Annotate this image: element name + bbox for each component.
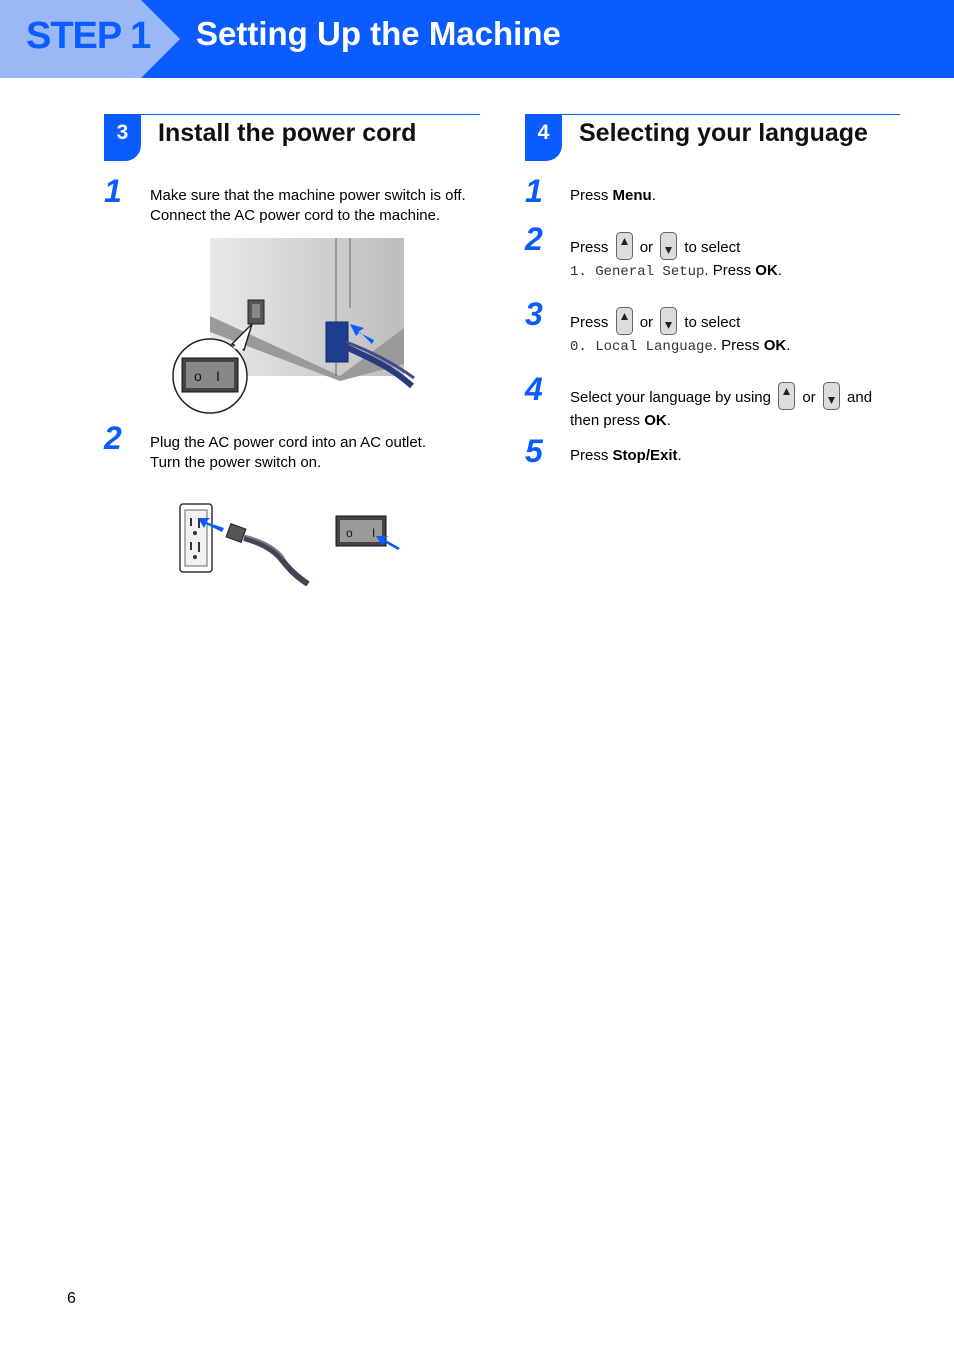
svg-text:I: I [372, 526, 375, 540]
key-name: OK [755, 262, 778, 279]
text: . [677, 447, 682, 464]
step-text: Select your language by using or and [570, 382, 873, 412]
step-number: 5 [525, 433, 543, 469]
menu-item-code: 1. General Setup [570, 264, 705, 280]
step-text-line: Turn the power switch on. [150, 454, 322, 471]
text: or [802, 388, 816, 406]
machine-power-inlet-illustration: o I [172, 238, 415, 414]
key-name: OK [763, 337, 787, 354]
header-band: STEP 1 Setting Up the Machine [0, 0, 954, 78]
section-title: Selecting your language [579, 119, 868, 147]
text: then press [570, 412, 641, 429]
up-arrow-key-icon [615, 232, 633, 260]
text: Press [721, 337, 760, 354]
step-number: 2 [525, 221, 543, 257]
step-text-line: Connect the AC power cord to the machine… [150, 207, 441, 224]
step-number: 3 [525, 296, 543, 332]
step-number: 1 [525, 173, 543, 209]
svg-text:o: o [194, 368, 202, 384]
section-title: Install the power cord [158, 119, 417, 147]
up-arrow-key-icon [615, 307, 633, 335]
section-rule [525, 114, 900, 115]
step-text: then press OK. [570, 411, 671, 431]
page-title: Setting Up the Machine [196, 15, 561, 52]
text: Press [570, 187, 609, 204]
key-name: OK [644, 412, 667, 429]
text: . [651, 187, 656, 204]
step-text: 1. General Setup. Press OK. [570, 262, 782, 280]
section-number-badge: 3 [104, 114, 141, 161]
key-name: Menu [612, 187, 652, 204]
section-number-badge: 4 [525, 114, 562, 161]
text: to select [684, 313, 741, 331]
text: or [639, 313, 654, 331]
power-plug-icon [225, 523, 310, 586]
step-label: STEP 1 [26, 15, 151, 57]
step-text: Press or to select [570, 307, 741, 337]
step-number: 4 [525, 371, 543, 407]
text: . [786, 337, 791, 354]
text: and [847, 388, 873, 406]
step-tab-shape [0, 0, 180, 78]
text: . [777, 262, 782, 279]
step-text: Press or to select [570, 232, 741, 262]
step-number: 1 [104, 173, 122, 209]
step-text: Press Menu. [570, 186, 656, 206]
ac-outlet-icon [179, 503, 310, 586]
power-switch-on-icon: o I [335, 515, 400, 550]
text: Press [712, 262, 752, 279]
step-text: Press Stop/Exit. [570, 446, 682, 466]
down-arrow-key-icon [660, 307, 678, 335]
section-rule [104, 114, 480, 115]
section-3-heading: 3 Install the power cord [104, 114, 480, 162]
section-4-heading: 4 Selecting your language [525, 114, 900, 162]
key-name: Stop/Exit [612, 447, 678, 464]
text: . [666, 412, 671, 429]
text: Press [570, 313, 609, 331]
svg-text:o: o [346, 526, 353, 540]
step-text: Make sure that the machine power switch … [150, 186, 466, 226]
down-arrow-key-icon [660, 232, 678, 260]
up-arrow-key-icon [778, 382, 796, 410]
text: or [639, 238, 654, 256]
text: Press [570, 238, 609, 256]
svg-text:I: I [216, 368, 220, 384]
step-number: 2 [104, 420, 122, 456]
step-text: Plug the AC power cord into an AC outlet… [150, 433, 426, 473]
menu-item-code: 0. Local Language [570, 339, 713, 355]
text: to select [684, 238, 741, 256]
step-text-line: Make sure that the machine power switch … [150, 187, 466, 204]
text: Press [570, 447, 609, 464]
page-number: 6 [67, 1290, 76, 1307]
step-text-line: Plug the AC power cord into an AC outlet… [150, 434, 426, 451]
step-text: 0. Local Language. Press OK. [570, 337, 791, 355]
down-arrow-key-icon [822, 382, 840, 410]
text: Select your language by using [570, 388, 771, 406]
